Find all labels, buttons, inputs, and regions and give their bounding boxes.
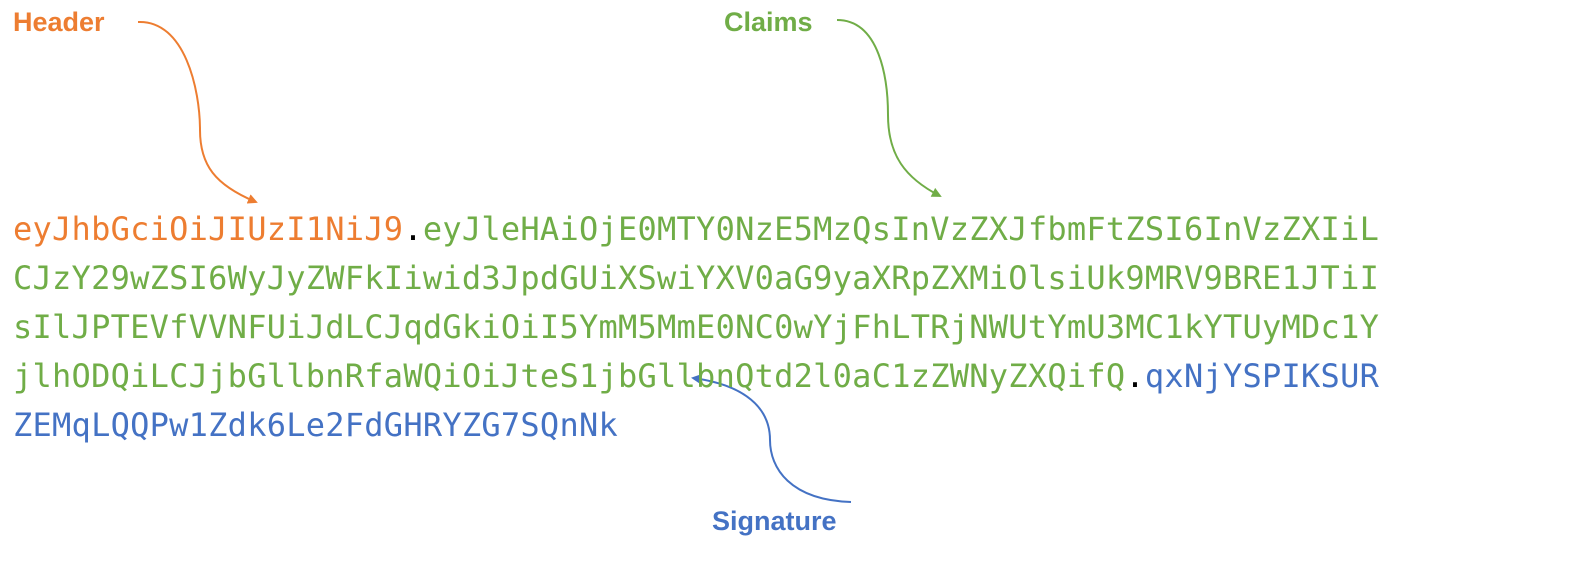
token-signature-part: ZEMqLQQPw1Zdk6Le2FdGHRYZG7SQnNk (13, 406, 618, 444)
claims-label: Claims (724, 7, 813, 37)
token-claims-part: CJzY29wZSI6WyJyZWFkIiwid3JpdGUiXSwiYXV0a… (13, 259, 1380, 297)
header-label: Header (13, 7, 105, 37)
token-header-part: eyJhbGciOiJIUzI1NiJ9 (13, 210, 404, 248)
claims-arrow (836, 19, 942, 197)
header-arrow (137, 20, 258, 204)
signature-label: Signature (712, 506, 837, 536)
token-separator: . (1125, 357, 1145, 395)
token-signature-part: qxNjYSPIKSUR (1144, 357, 1380, 395)
token-separator: . (403, 210, 423, 248)
jwt-token: eyJhbGciOiJIUzI1NiJ9.eyJleHAiOjE0MTY0NzE… (13, 205, 1379, 450)
token-claims-part: jlhODQiLCJjbGllbnRfaWQiOiJteS1jbGllbnQtd… (13, 357, 1126, 395)
signature-arrow (691, 374, 852, 503)
token-claims-part: sIlJPTEVfVVNFUiJdLCJqdGkiOiI5YmM5MmE0NC0… (13, 308, 1380, 346)
token-claims-part: eyJleHAiOjE0MTY0NzE5MzQsInVzZXJfbmFtZSI6… (422, 210, 1380, 248)
